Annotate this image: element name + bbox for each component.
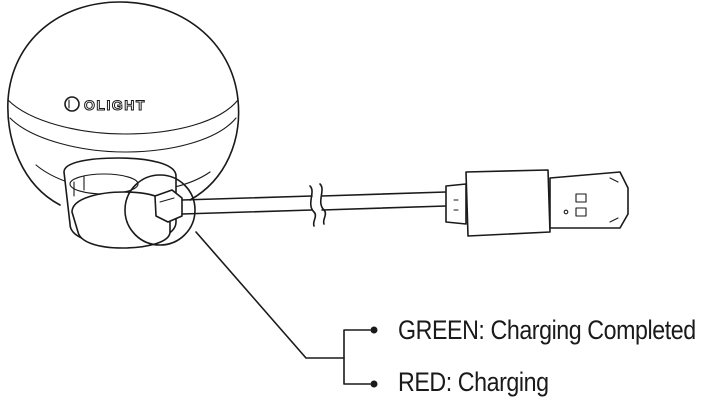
charging-cable-icon: [181, 183, 447, 227]
indicator-red-text: Charging: [457, 367, 549, 397]
leader-line: [195, 231, 345, 359]
indicator-red-label: RED: Charging: [398, 367, 549, 397]
charging-base: [63, 157, 177, 249]
indicator-green-text: Charging Completed: [490, 315, 696, 345]
indicator-red-color: RED: [398, 367, 446, 397]
usb-plug-icon: [445, 169, 629, 237]
indicator-green-color: GREEN: [398, 315, 479, 345]
lantern-ball-icon: [7, 1, 240, 206]
label-bracket: [343, 329, 371, 385]
bullet-green: [370, 326, 378, 334]
indicator-green-label: GREEN: Charging Completed: [398, 315, 696, 345]
indicator-zoom-circle: [124, 174, 196, 246]
olight-logo-icon: OLIGHT: [64, 96, 146, 114]
bullet-red: [370, 380, 378, 388]
plug-junction: [154, 189, 183, 223]
logo-text: OLIGHT: [84, 97, 146, 113]
